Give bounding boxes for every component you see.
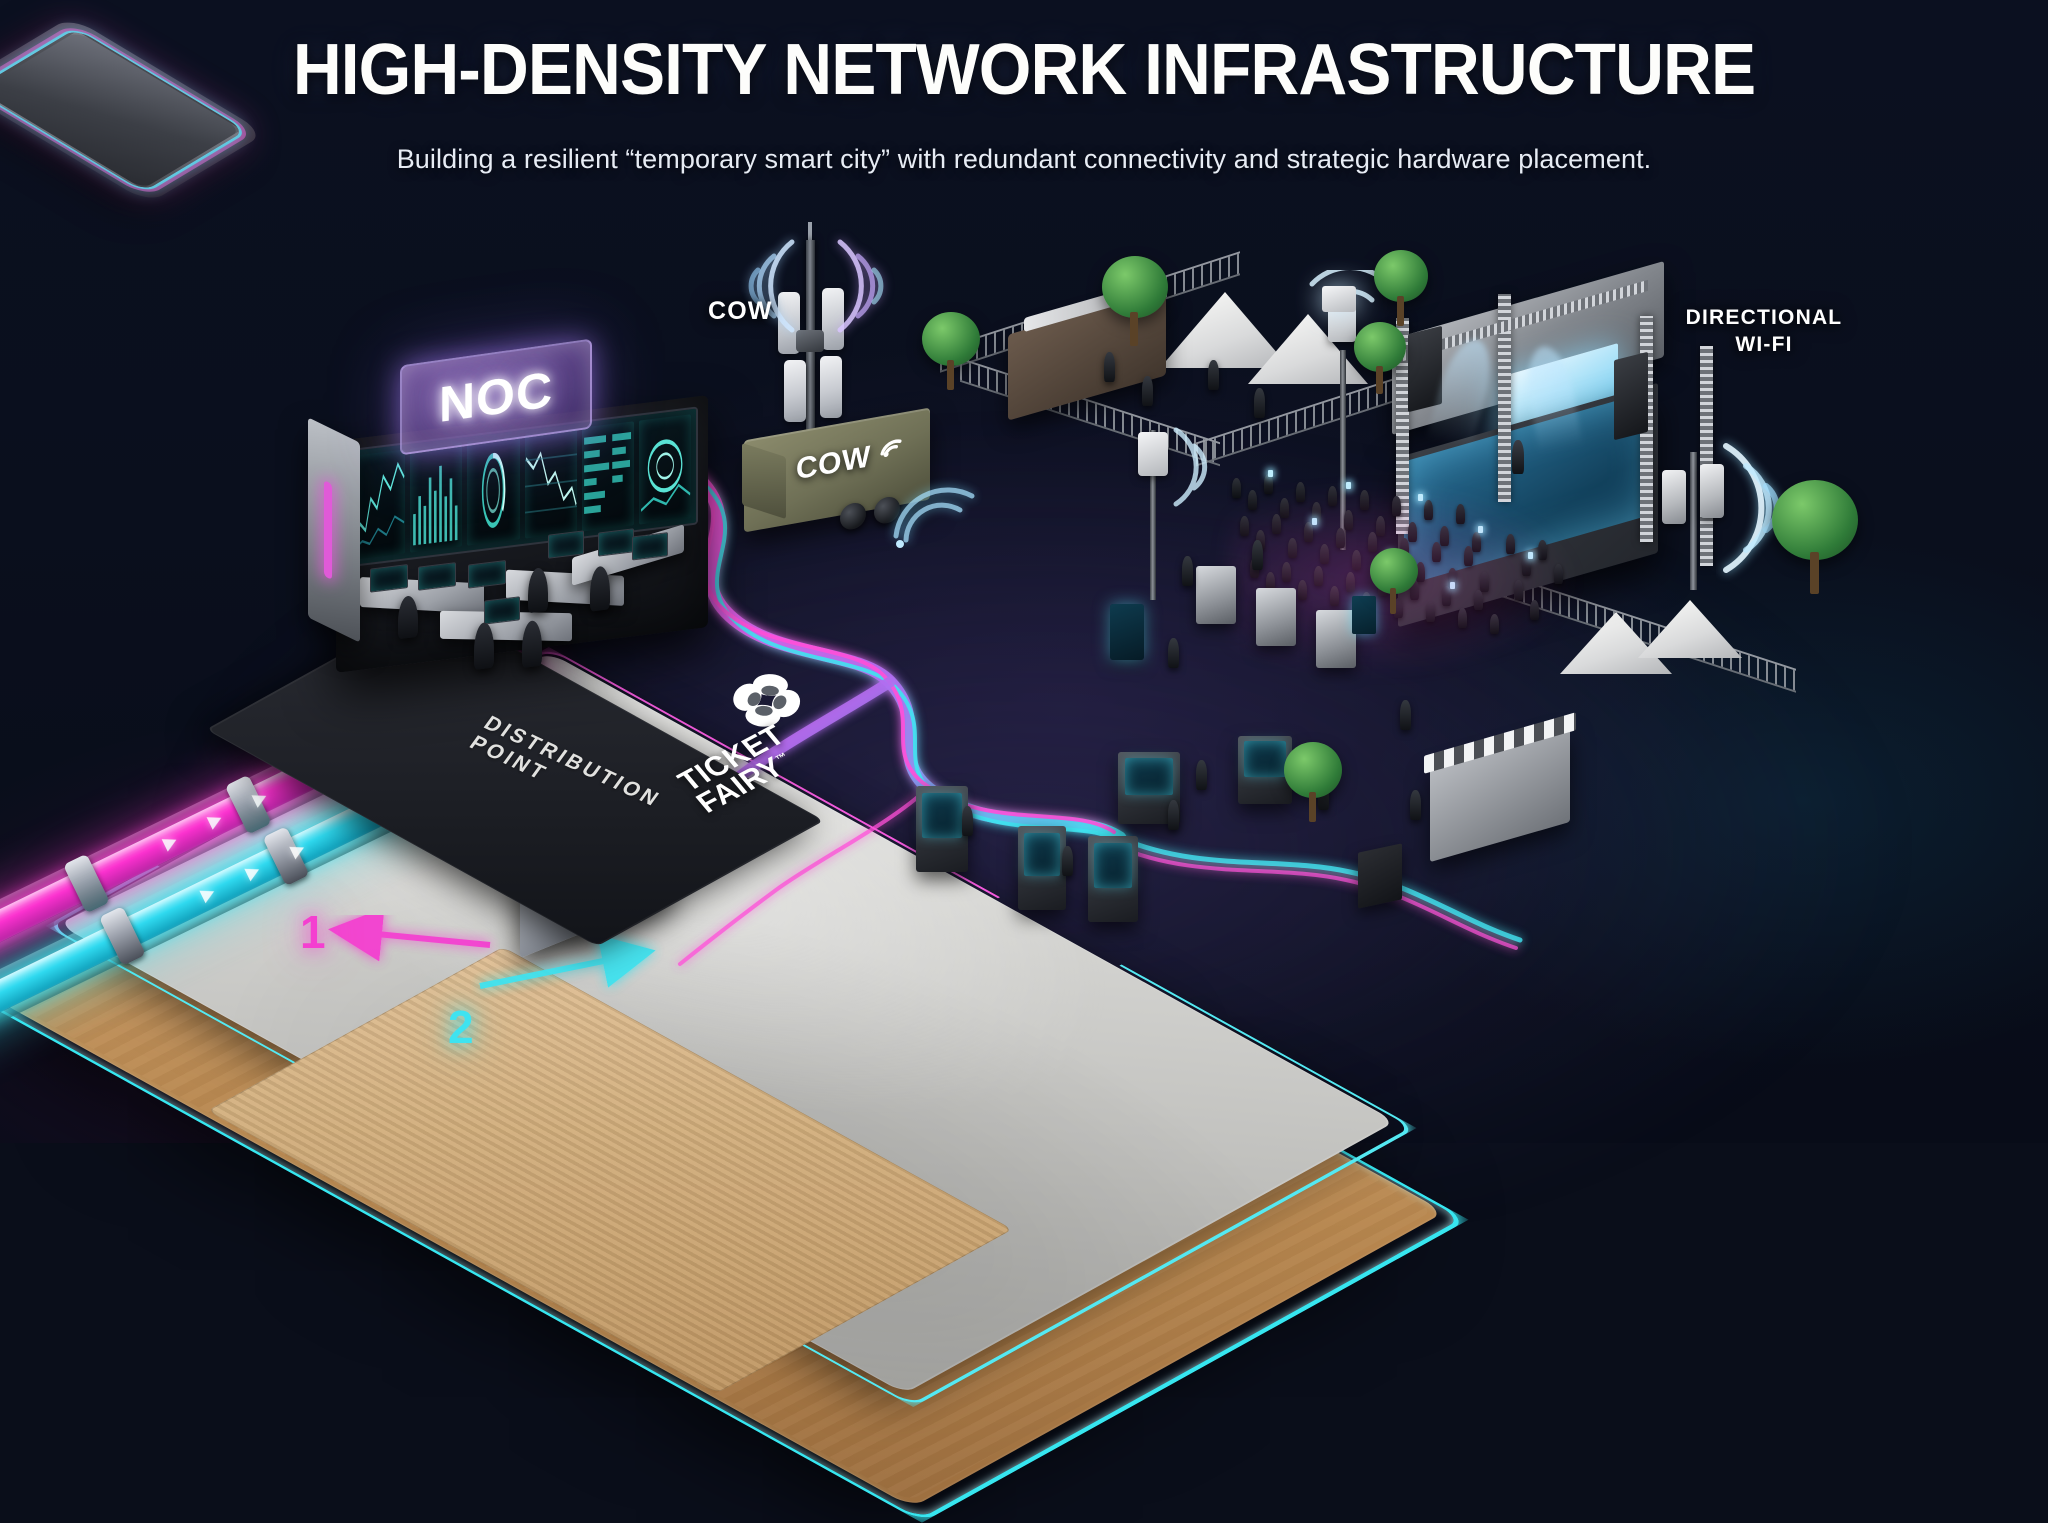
stage-truss bbox=[1498, 294, 1511, 502]
noc-side-wall bbox=[308, 417, 360, 643]
noc-operator bbox=[528, 566, 548, 614]
tower-tip bbox=[808, 222, 812, 256]
noc-control-room bbox=[336, 395, 708, 673]
attendee bbox=[1142, 376, 1153, 406]
noc-monitor bbox=[632, 532, 668, 561]
flow-arrow-2 bbox=[479, 934, 656, 989]
directional-wifi-panel bbox=[1662, 470, 1686, 524]
noc-operator bbox=[590, 565, 610, 612]
attendee bbox=[1168, 638, 1179, 668]
noc-monitor bbox=[468, 559, 506, 589]
noc-sign-text: NOC bbox=[438, 360, 554, 434]
noc-monitor bbox=[484, 596, 520, 625]
noc-wall-panel bbox=[581, 421, 634, 532]
pos-terminal[interactable] bbox=[1118, 752, 1180, 824]
entry-scanner-screen[interactable] bbox=[1352, 596, 1376, 634]
tower-mast bbox=[806, 240, 815, 470]
noc-wall-panel bbox=[353, 449, 406, 560]
attendee bbox=[1252, 540, 1263, 570]
noc-monitor bbox=[370, 563, 408, 593]
noc-wall-panel bbox=[410, 442, 463, 553]
noc-monitor bbox=[418, 562, 456, 591]
floodlight-head bbox=[1322, 286, 1356, 312]
tree bbox=[1768, 480, 1864, 600]
noc-monitor bbox=[548, 530, 584, 559]
line-array-speaker bbox=[1614, 351, 1648, 441]
callout-number-1: 1 bbox=[300, 906, 326, 958]
isometric-scene: 1 2 bbox=[0, 0, 2048, 1143]
distribution-chip-inner bbox=[0, 28, 246, 192]
callout-number-2: 2 bbox=[448, 1001, 474, 1053]
ticket-kiosk[interactable] bbox=[916, 786, 968, 872]
pos-terminal[interactable] bbox=[1238, 736, 1292, 804]
attendee bbox=[1168, 800, 1179, 830]
attendee bbox=[1400, 700, 1411, 730]
attendee bbox=[1208, 360, 1219, 390]
cow-tower-label: COW bbox=[708, 297, 773, 325]
directional-wifi-panel bbox=[1700, 464, 1724, 518]
page-title: HIGH-DENSITY NETWORK INFRASTRUCTURE bbox=[292, 30, 1756, 110]
crowd-cluster bbox=[1228, 468, 1648, 688]
flow-arrow-1 bbox=[328, 915, 491, 962]
tree bbox=[1372, 250, 1430, 330]
tower-hub bbox=[796, 330, 824, 352]
kiosk-screen[interactable] bbox=[922, 792, 962, 838]
attendee bbox=[1254, 388, 1265, 418]
attendee bbox=[1410, 790, 1421, 820]
ticket-fairy-logo: TICKET FAIRY™ bbox=[636, 643, 915, 864]
noc-operator bbox=[474, 621, 494, 670]
wifi-icon bbox=[880, 439, 902, 458]
entry-gate bbox=[1196, 566, 1236, 624]
attendee bbox=[1062, 846, 1073, 876]
noc-wall-panel bbox=[524, 428, 577, 539]
noc-wall-panel bbox=[638, 414, 692, 525]
attendee bbox=[1182, 556, 1193, 586]
ticket-kiosk[interactable] bbox=[1018, 826, 1066, 910]
tree bbox=[1368, 548, 1420, 618]
kiosk-screen[interactable] bbox=[1094, 842, 1132, 888]
noc-operator bbox=[398, 594, 418, 640]
pos-screen[interactable] bbox=[1244, 741, 1286, 777]
distribution-chip-body bbox=[0, 16, 266, 204]
crowd-ap-mast bbox=[1340, 350, 1346, 550]
noc-operator bbox=[522, 619, 542, 668]
distribution-point-hub[interactable]: TICKET FAIRY™ DISTRIBUTION POINT bbox=[0, 0, 801, 819]
ticket-fairy-mark-icon bbox=[733, 674, 801, 727]
entry-gate bbox=[1316, 610, 1356, 668]
sector-antenna bbox=[784, 360, 806, 422]
ticket-kiosk[interactable] bbox=[1088, 836, 1138, 922]
attendee bbox=[962, 806, 973, 836]
directional-wifi-label: DIRECTIONAL WI-FI bbox=[1685, 306, 1843, 356]
crowd-ap-panel bbox=[1138, 432, 1168, 476]
noc-monitor bbox=[598, 528, 634, 557]
kiosk-screen[interactable] bbox=[1023, 832, 1061, 877]
tree bbox=[920, 312, 982, 396]
sector-antenna bbox=[822, 288, 844, 350]
noc-wall-panel bbox=[467, 435, 520, 546]
tree bbox=[1282, 742, 1346, 826]
directional-wifi-mast bbox=[1690, 452, 1697, 590]
page-subtitle: Building a resilient “temporary smart ci… bbox=[396, 144, 1652, 174]
digital-signage[interactable] bbox=[1110, 604, 1144, 660]
crowd-ap-mast bbox=[1150, 430, 1156, 600]
cow-trailer: COW bbox=[744, 407, 930, 533]
stage-performer bbox=[1512, 440, 1524, 474]
pos-screen[interactable] bbox=[1125, 757, 1173, 796]
vendor-tent bbox=[1160, 292, 1290, 368]
tree bbox=[1098, 256, 1172, 352]
stage-truss bbox=[1396, 318, 1409, 534]
noc-purple-accent bbox=[324, 480, 332, 580]
attendee bbox=[1104, 352, 1115, 382]
menu-board bbox=[1358, 843, 1402, 909]
attendee bbox=[1196, 760, 1207, 790]
infographic-canvas: HIGH-DENSITY NETWORK INFRASTRUCTURE Buil… bbox=[0, 0, 2048, 1143]
stage-truss bbox=[1700, 346, 1713, 566]
tree bbox=[1352, 322, 1408, 400]
cow-trailer-label: COW bbox=[796, 440, 871, 487]
entry-gate bbox=[1256, 588, 1296, 646]
sector-antenna bbox=[820, 356, 842, 418]
noc-video-wall bbox=[346, 406, 698, 568]
